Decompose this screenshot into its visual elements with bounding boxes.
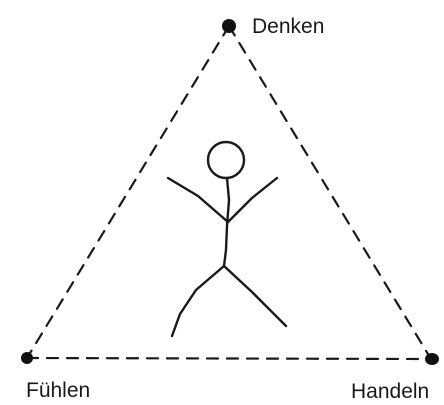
- figure-head: [208, 142, 244, 178]
- label-handeln: Handeln: [351, 380, 429, 403]
- figure-right-arm: [228, 178, 277, 222]
- figure-left-arm: [168, 178, 228, 222]
- figure-right-leg: [224, 266, 286, 326]
- vertex-dot-top: [222, 19, 236, 33]
- stick-figure: [168, 142, 286, 336]
- figure-left-leg: [172, 266, 224, 336]
- vertex-dot-bottom-left: [21, 352, 33, 364]
- vertex-dot-bottom-right: [425, 353, 439, 365]
- label-denken: Denken: [252, 15, 324, 38]
- edge-left-to-right: [27, 358, 431, 359]
- label-fuehlen: Fühlen: [26, 379, 90, 402]
- edge-top-to-left: [27, 26, 229, 358]
